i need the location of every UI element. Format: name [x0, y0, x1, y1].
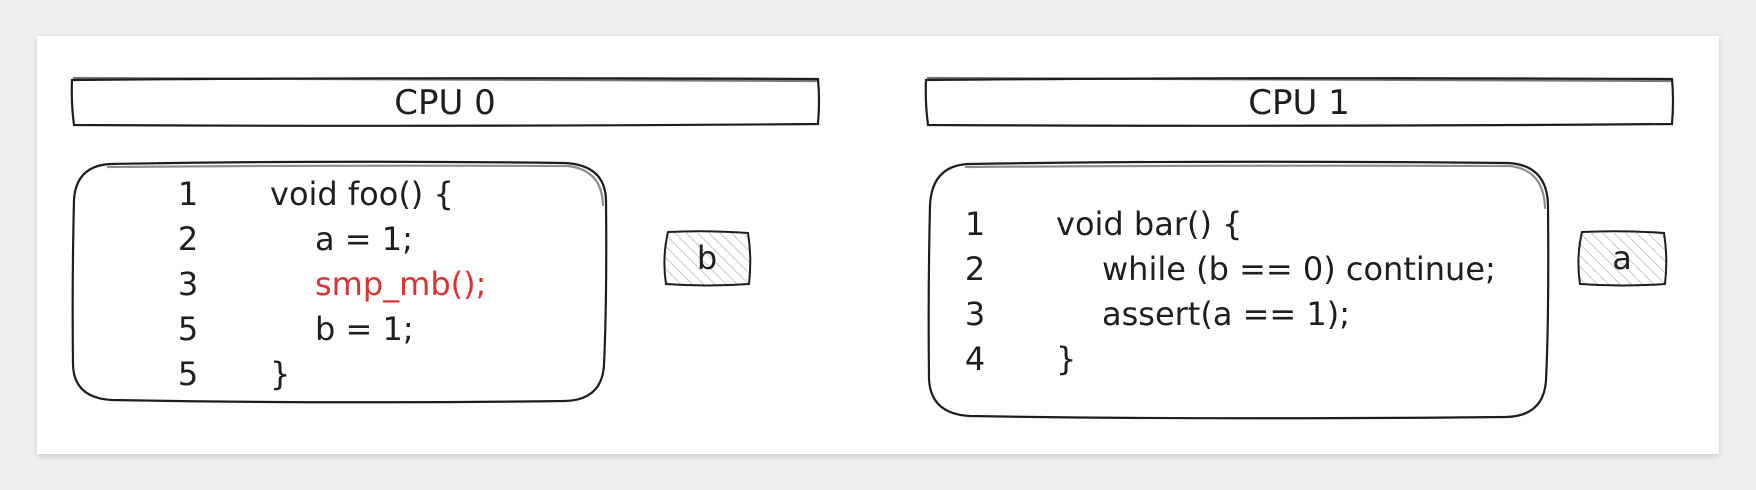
cpu0-line-number: 2 — [177, 220, 199, 258]
cpu0-title: CPU 0 — [394, 83, 496, 123]
var-a-label: a — [1612, 239, 1632, 277]
cpu1-line-number: 4 — [964, 340, 986, 378]
cpu1-title: CPU 1 — [1248, 83, 1350, 123]
cpu1-code-box — [927, 160, 1550, 420]
cpu0-code-line: void foo() { — [270, 175, 454, 213]
cpu0-line-number: 5 — [177, 355, 199, 393]
cpu1-code-line: void bar() { — [1056, 205, 1243, 243]
memory-barrier-call: smp_mb(); — [315, 265, 487, 303]
cpu0-code-line: a = 1; — [315, 220, 413, 258]
cpu1-line-number: 2 — [964, 250, 986, 288]
cpu1-header-box — [924, 76, 1675, 127]
cpu1-line-number: 3 — [964, 295, 986, 333]
diagram-canvas — [37, 36, 1719, 454]
cpu0-line-number: 1 — [177, 175, 199, 213]
cpu1-line-number: 1 — [964, 205, 986, 243]
var-a-box — [1577, 230, 1668, 287]
cpu0-code-line: } — [270, 355, 291, 393]
cpu1-code-line: while (b == 0) continue; — [1102, 250, 1496, 288]
cpu0-line-number: 3 — [177, 265, 199, 303]
var-b-label: b — [696, 239, 718, 277]
var-b-box — [663, 230, 752, 287]
cpu1-code-line: assert(a == 1); — [1102, 295, 1351, 333]
cpu1-code-line: } — [1056, 340, 1077, 378]
cpu0-header-box — [70, 76, 821, 127]
cpu0-code-box — [71, 160, 608, 404]
cpu0-code-line: b = 1; — [315, 310, 414, 348]
cpu0-line-number: 5 — [177, 310, 199, 348]
